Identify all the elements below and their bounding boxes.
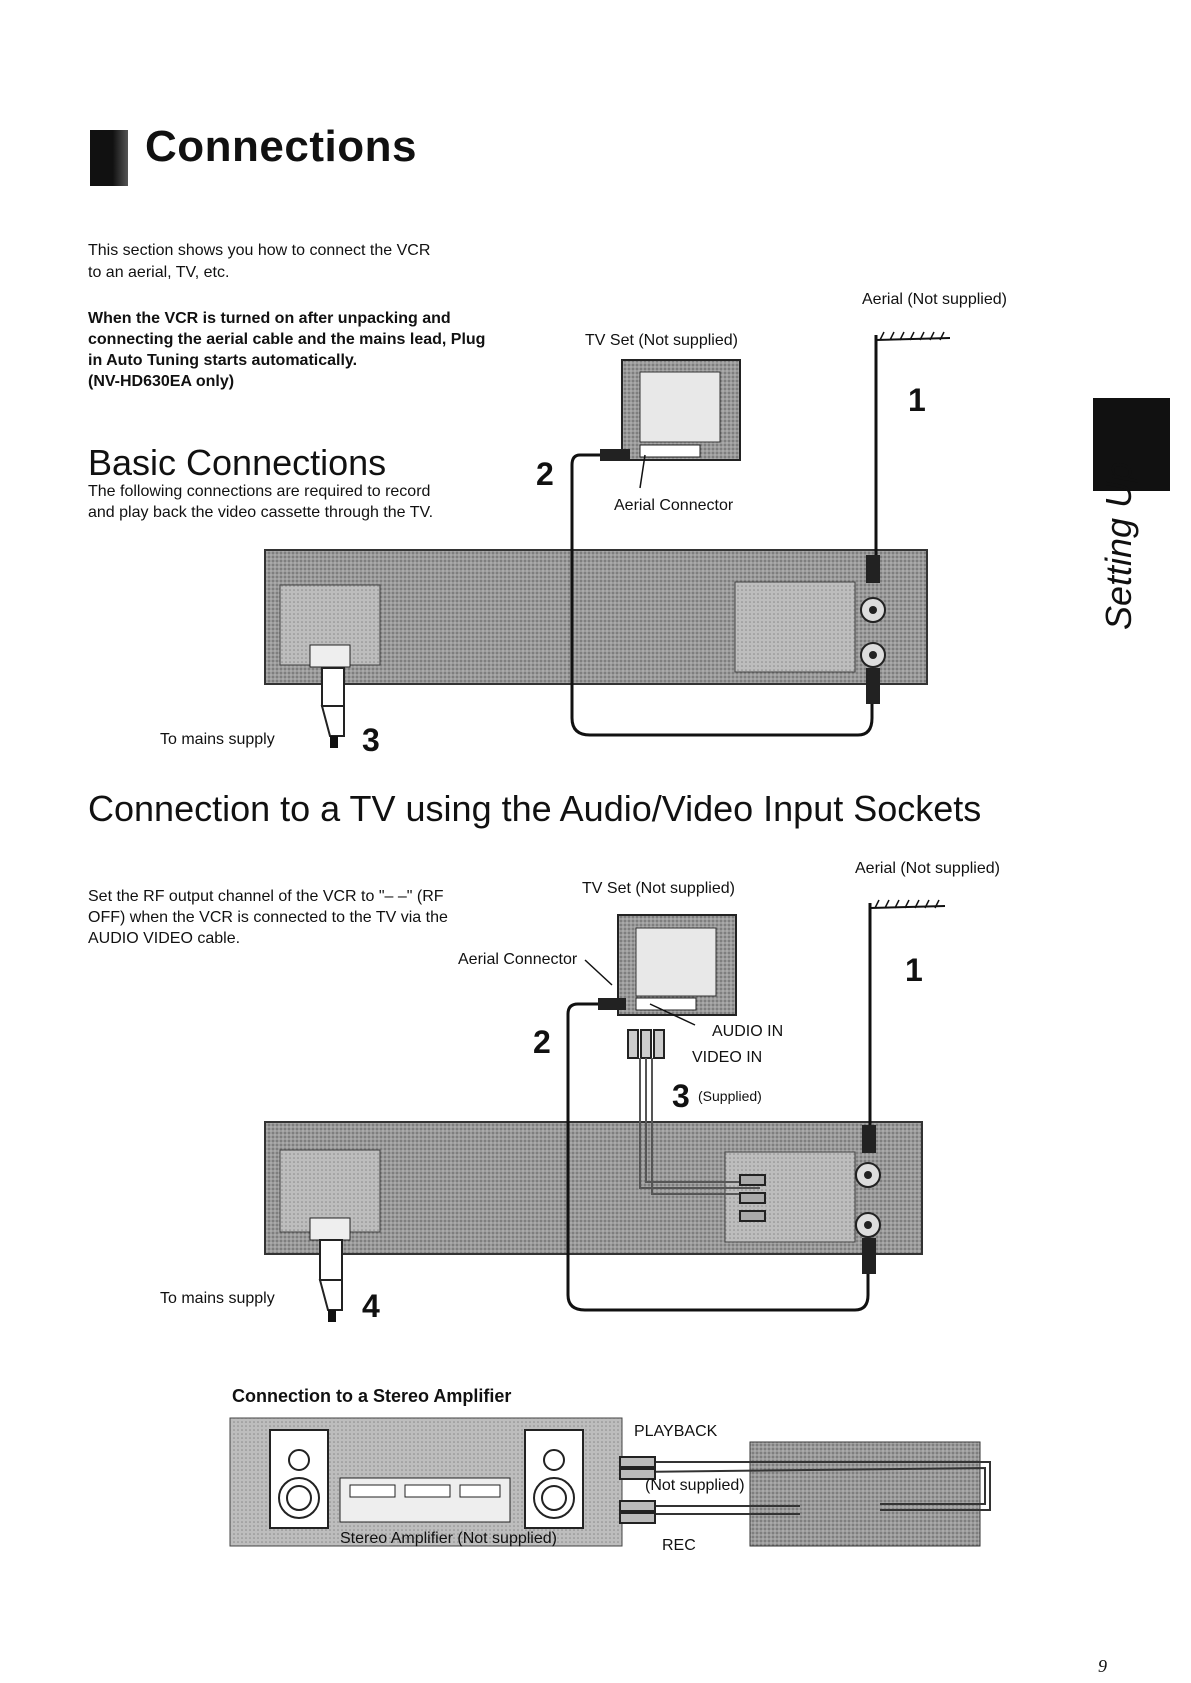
not-supplied-label: (Not supplied)	[645, 1477, 745, 1494]
basic-connections-heading: Basic Connections	[88, 442, 387, 483]
mains-supply-label-av: To mains supply	[160, 1290, 275, 1307]
section-tab-marker	[1093, 398, 1170, 491]
stereo-cables	[619, 1456, 991, 1524]
tv-set	[621, 359, 741, 461]
mains-supply-label: To mains supply	[160, 731, 275, 748]
aerial-label-av: Aerial (Not supplied)	[855, 860, 1000, 877]
tv-label-av: TV Set (Not supplied)	[582, 880, 735, 897]
tv-set-av	[617, 914, 737, 1016]
basic-connections-description: The following connections are required t…	[88, 483, 434, 521]
page-number: 9	[1098, 1656, 1107, 1676]
rec-label: REC	[662, 1537, 696, 1554]
supplied-label: (Supplied)	[698, 1088, 762, 1104]
step-3-av: 3	[672, 1078, 690, 1114]
vcr-rear-panel-av	[264, 1121, 923, 1255]
step-3: 3	[362, 722, 380, 758]
video-in-label: VIDEO IN	[692, 1049, 763, 1066]
aerial-connector-label-av: Aerial Connector	[458, 951, 578, 968]
stereo-amplifier-heading: Connection to a Stereo Amplifier	[232, 1386, 512, 1406]
auto-tuning-text: When the VCR is turned on after unpackin…	[88, 310, 486, 369]
aerial-cable-av	[566, 1002, 870, 1312]
title-marker	[90, 130, 128, 186]
intro-text: This section shows you how to connect th…	[88, 242, 431, 281]
step-2: 2	[536, 456, 554, 492]
stereo-amplifier	[229, 1417, 623, 1547]
tv-label: TV Set (Not supplied)	[585, 332, 738, 349]
aerial-connector-label: Aerial Connector	[614, 497, 734, 514]
step-1-av: 1	[905, 952, 923, 988]
vcr-rear-panel	[264, 549, 928, 685]
step-4-av: 4	[362, 1288, 380, 1324]
av-connection-description: Set the RF output channel of the VCR to …	[88, 888, 448, 947]
playback-label: PLAYBACK	[634, 1423, 718, 1440]
step-2-av: 2	[533, 1024, 551, 1060]
stereo-amplifier-label: Stereo Amplifier (Not supplied)	[340, 1530, 557, 1547]
mains-plug-av	[318, 1239, 343, 1322]
mains-plug-basic	[320, 667, 345, 748]
step-1: 1	[908, 382, 926, 418]
aerial-cable-basic	[570, 453, 874, 737]
auto-tuning-note: When the VCR is turned on after unpackin…	[88, 308, 488, 392]
model-note: (NV-HD630EA only)	[88, 373, 235, 390]
vcr-rear-stereo	[749, 1441, 981, 1547]
aerial	[874, 331, 951, 560]
aerial-av	[868, 899, 946, 1128]
aerial-label: Aerial (Not supplied)	[862, 291, 1007, 308]
audio-video-cable	[627, 1029, 766, 1222]
audio-in-label: AUDIO IN	[712, 1023, 784, 1040]
page-title: Connections	[145, 122, 417, 171]
av-connection-heading: Connection to a TV using the Audio/Video…	[88, 788, 982, 829]
